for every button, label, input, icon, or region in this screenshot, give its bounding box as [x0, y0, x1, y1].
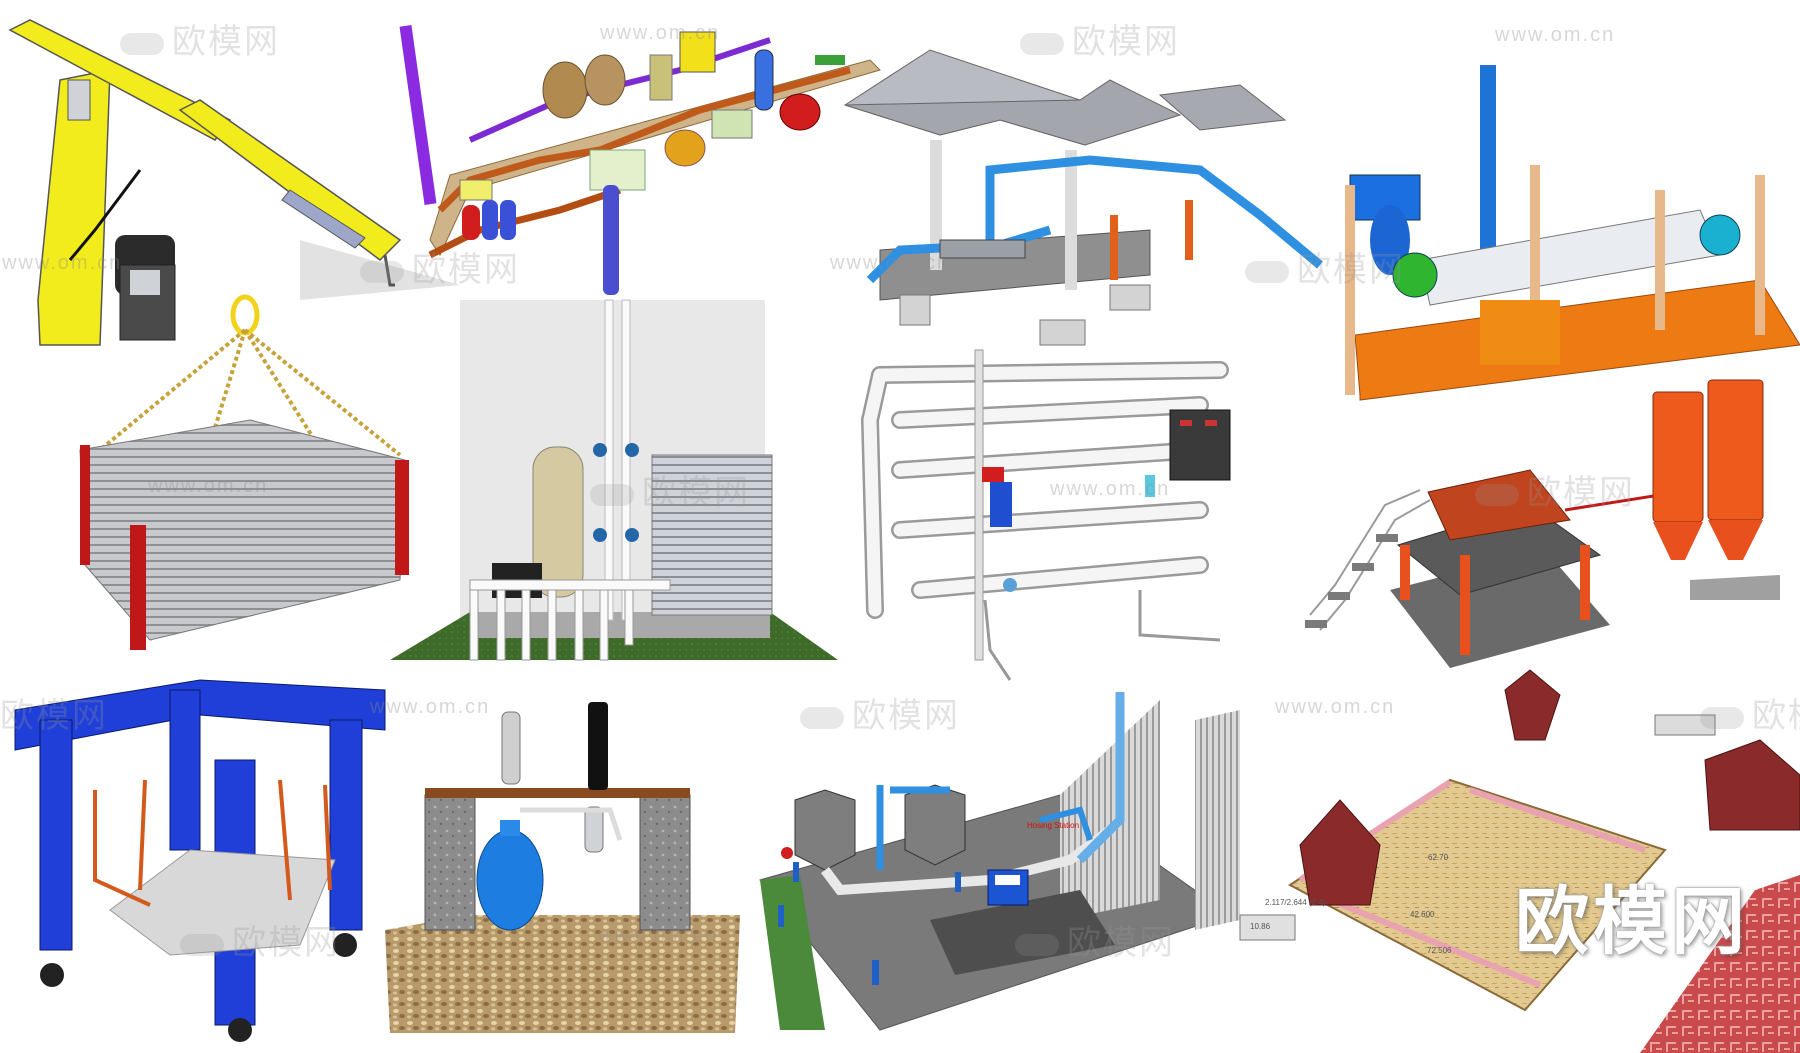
watermark-url: www.om.cn: [148, 475, 269, 497]
silo-platform-model: [1305, 379, 1780, 668]
pool-equipment-model: [390, 299, 838, 661]
watermark-url: www.om.cn: [1275, 696, 1396, 718]
process-plant-model: [399, 25, 881, 295]
watermark-url: www.om.cn: [598, 925, 719, 947]
hosing-station-label: Hosing Station: [1027, 821, 1080, 830]
pipe-manifold-model: [860, 349, 1231, 681]
yellow-crane-model: [8, 19, 460, 346]
watermark-url: www.om.cn: [370, 696, 491, 718]
dimension-label: 2.117/2.644 (2.4): [1265, 898, 1326, 907]
pump-shelter-model: [843, 49, 1323, 346]
watermark-url: www.om.cn: [2, 252, 123, 274]
rotary-dryer-model: [1345, 65, 1800, 401]
watermark-url: www.om.cn: [1495, 24, 1616, 46]
dimension-label: 10.86: [1250, 922, 1271, 931]
dimension-label: 42.600: [1410, 910, 1435, 919]
dimension-label: 62.70: [1428, 853, 1449, 862]
water-tank-model: [385, 702, 740, 1033]
boat-lift-model: [14, 679, 386, 1042]
watermark-url: www.om.cn: [830, 252, 951, 274]
brand-logo: 欧模网: [1515, 879, 1749, 965]
watermark-url: www.om.cn: [600, 22, 721, 44]
dimension-label: 72.506: [1427, 946, 1452, 955]
dust-collection-model: [759, 692, 1240, 1031]
lifted-radiator-model: [79, 294, 409, 650]
cnc-router-model: [1239, 669, 1800, 1053]
watermark-url: www.om.cn: [1050, 478, 1171, 500]
